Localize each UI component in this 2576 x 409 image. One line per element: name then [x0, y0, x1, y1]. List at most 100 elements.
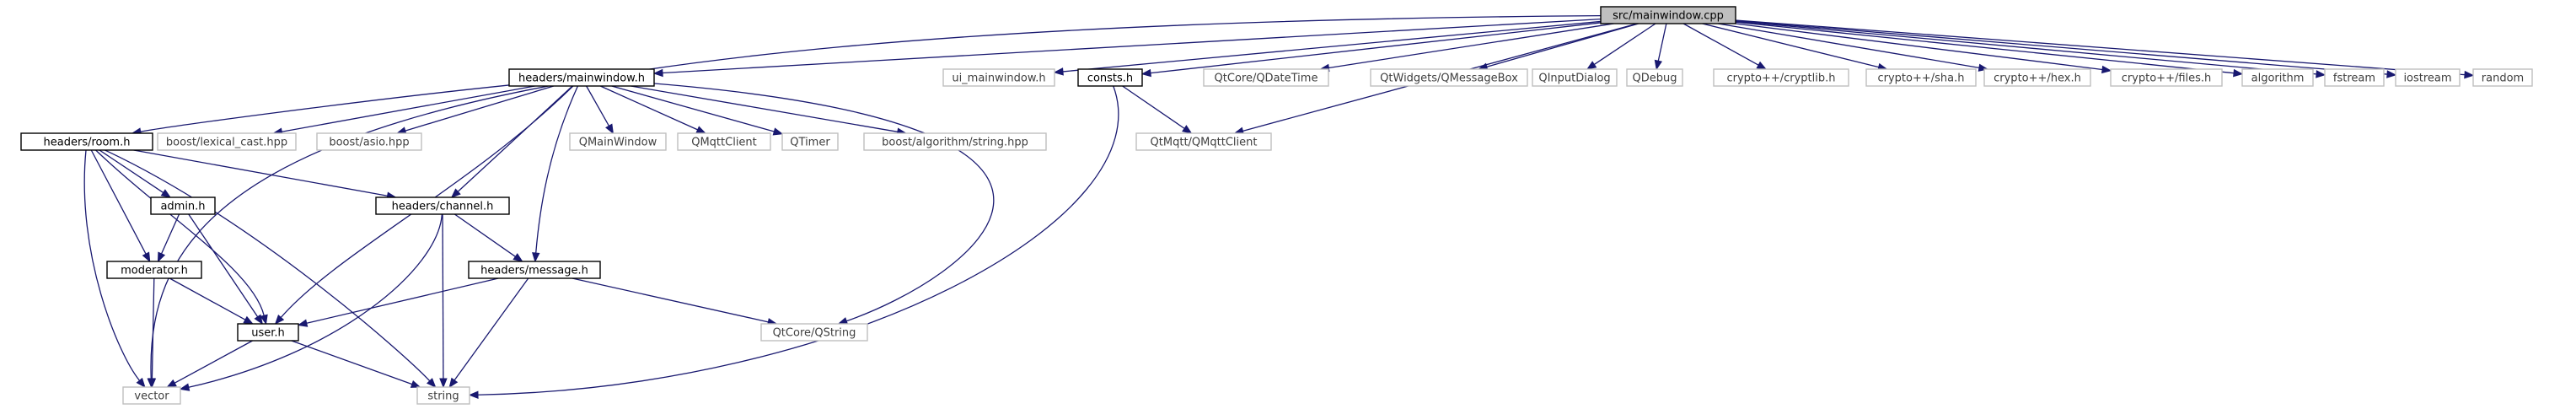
edge-src-mainwindow-cpp-to-consts-h: [1140, 22, 1602, 78]
node-label: crypto++/files.h: [2122, 73, 2212, 85]
edges-layer: [83, 14, 2475, 399]
edge-moderator-h-to-user-h: [169, 277, 254, 325]
node-box: [2324, 68, 2385, 87]
edge-admin-h-to-user-h: [188, 213, 264, 326]
node-box: [760, 323, 868, 342]
edge-arrowhead: [157, 251, 166, 263]
node-qdebug: QDebug: [1626, 68, 1683, 87]
edge-arrowhead: [260, 314, 268, 326]
edge-arrowhead: [513, 253, 523, 262]
edge-headers-mainwindow-h-to-boost-algorithm-string-hpp: [631, 85, 908, 136]
node-crypto-cryptlib-h: crypto++/cryptlib.h: [1713, 68, 1849, 87]
edge-src-mainwindow-cpp-to-ui-mainwindow-h: [1053, 20, 1602, 76]
node-box: [1077, 68, 1143, 87]
edge-line: [586, 85, 609, 126]
edge-headers-mainwindow-h-to-qmainwindow: [586, 85, 614, 135]
edge-arrowhead: [1756, 61, 1768, 70]
node-label: src/mainwindow.cpp: [1613, 10, 1724, 23]
node-src-mainwindow-cpp[interactable]: src/mainwindow.cpp: [1600, 6, 1736, 24]
node-headers-mainwindow-h[interactable]: headers/mainwindow.h: [508, 68, 655, 87]
edge-line: [457, 85, 573, 192]
edge-src-mainwindow-cpp-to-qinputdialog: [1586, 23, 1656, 70]
edge-arrowhead: [1654, 59, 1663, 71]
node-box: [1983, 68, 2091, 87]
node-label: headers/message.h: [480, 265, 588, 277]
node-label: random: [2482, 73, 2524, 85]
node-box: [237, 323, 299, 342]
edge-line: [535, 85, 579, 254]
edge-headers-room-h-to-string: [105, 149, 437, 388]
edge-arrowhead: [410, 379, 421, 388]
edge-arrowhead: [468, 390, 479, 399]
edge-line: [169, 277, 246, 320]
node-label: QInputDialog: [1538, 73, 1610, 85]
node-headers-channel-h[interactable]: headers/channel.h: [375, 196, 510, 215]
edge-user-h-to-string: [291, 340, 421, 388]
edge-arrowhead: [274, 314, 285, 326]
edge-line: [306, 277, 499, 324]
edge-arrowhead: [142, 251, 151, 263]
node-box: [1203, 68, 1329, 87]
node-box: [677, 132, 771, 151]
edge-headers-message-h-to-qtcore-qstring: [572, 277, 778, 326]
edge-line: [653, 83, 995, 322]
node-moderator-h[interactable]: moderator.h: [106, 261, 202, 279]
node-box: [1370, 68, 1528, 87]
node-box: [1626, 68, 1683, 87]
node-user-h[interactable]: user.h: [237, 323, 299, 342]
edge-line: [140, 84, 510, 132]
edge-consts-h-to-string: [468, 85, 1119, 399]
node-admin-h[interactable]: admin.h: [150, 196, 216, 215]
edge-line: [1486, 23, 1640, 67]
edge-line: [188, 213, 443, 388]
edge-src-mainwindow-cpp-to-headers-mainwindow-h: [652, 18, 1602, 78]
edge-arrowhead: [1182, 125, 1193, 134]
edge-consts-h-to-qtmqtt-qmqttclient: [1122, 85, 1193, 134]
node-box: [2241, 68, 2314, 87]
edge-line: [405, 85, 555, 132]
edge-line: [1122, 85, 1185, 129]
node-vector: vector: [122, 386, 181, 405]
edge-headers-mainwindow-h-to-headers-room-h: [131, 84, 510, 136]
edge-src-mainwindow-cpp-to-qdebug: [1654, 23, 1667, 71]
node-qtcore-qstring: QtCore/QString: [760, 323, 868, 342]
node-qtwidgets-qmessagebox: QtWidgets/QMessageBox: [1370, 68, 1528, 87]
node-label: boost/asio.hpp: [329, 137, 409, 149]
node-box: [468, 261, 601, 279]
node-box: [508, 68, 655, 87]
edge-arrowhead: [426, 378, 437, 388]
edge-headers-mainwindow-h-to-user-h: [274, 85, 574, 326]
edge-line: [453, 213, 516, 257]
edge-line: [1735, 20, 2317, 75]
node-headers-room-h[interactable]: headers/room.h: [20, 132, 153, 151]
edge-line: [1735, 19, 2466, 76]
edge-line: [1735, 19, 2388, 75]
edge-line: [1735, 23, 2103, 71]
node-label: headers/mainwindow.h: [518, 73, 645, 85]
node-box: [316, 132, 422, 151]
node-qmainwindow: QMainWindow: [569, 132, 667, 151]
edge-arrowhead: [2233, 68, 2244, 78]
edge-arrowhead: [136, 377, 146, 389]
edge-src-mainwindow-cpp-to-crypto-files-h: [1735, 23, 2112, 74]
edge-headers-mainwindow-h-to-headers-message-h: [532, 85, 579, 263]
node-consts-h[interactable]: consts.h: [1077, 68, 1143, 87]
edge-arrowhead: [439, 378, 448, 389]
node-headers-message-h[interactable]: headers/message.h: [468, 261, 601, 279]
node-box: [157, 132, 297, 151]
node-boost-asio-hpp: boost/asio.hpp: [316, 132, 422, 151]
edge-line: [280, 85, 574, 318]
node-random: random: [2472, 68, 2533, 87]
edge-line: [90, 149, 147, 255]
node-iostream: iostream: [2395, 68, 2461, 87]
edge-headers-message-h-to-string: [448, 277, 529, 389]
node-label: ui_mainwindow.h: [952, 73, 1045, 85]
edge-line: [83, 149, 141, 381]
edge-src-mainwindow-cpp-to-fstream: [1735, 20, 2326, 78]
edge-line: [150, 14, 1602, 379]
node-label: fstream: [2333, 73, 2375, 85]
edge-moderator-h-to-vector: [148, 277, 157, 389]
edge-arrowhead: [605, 123, 614, 135]
edge-src-mainwindow-cpp-to-algorithm: [1735, 21, 2244, 78]
edge-src-mainwindow-cpp-to-crypto-cryptlib-h: [1682, 23, 1768, 70]
